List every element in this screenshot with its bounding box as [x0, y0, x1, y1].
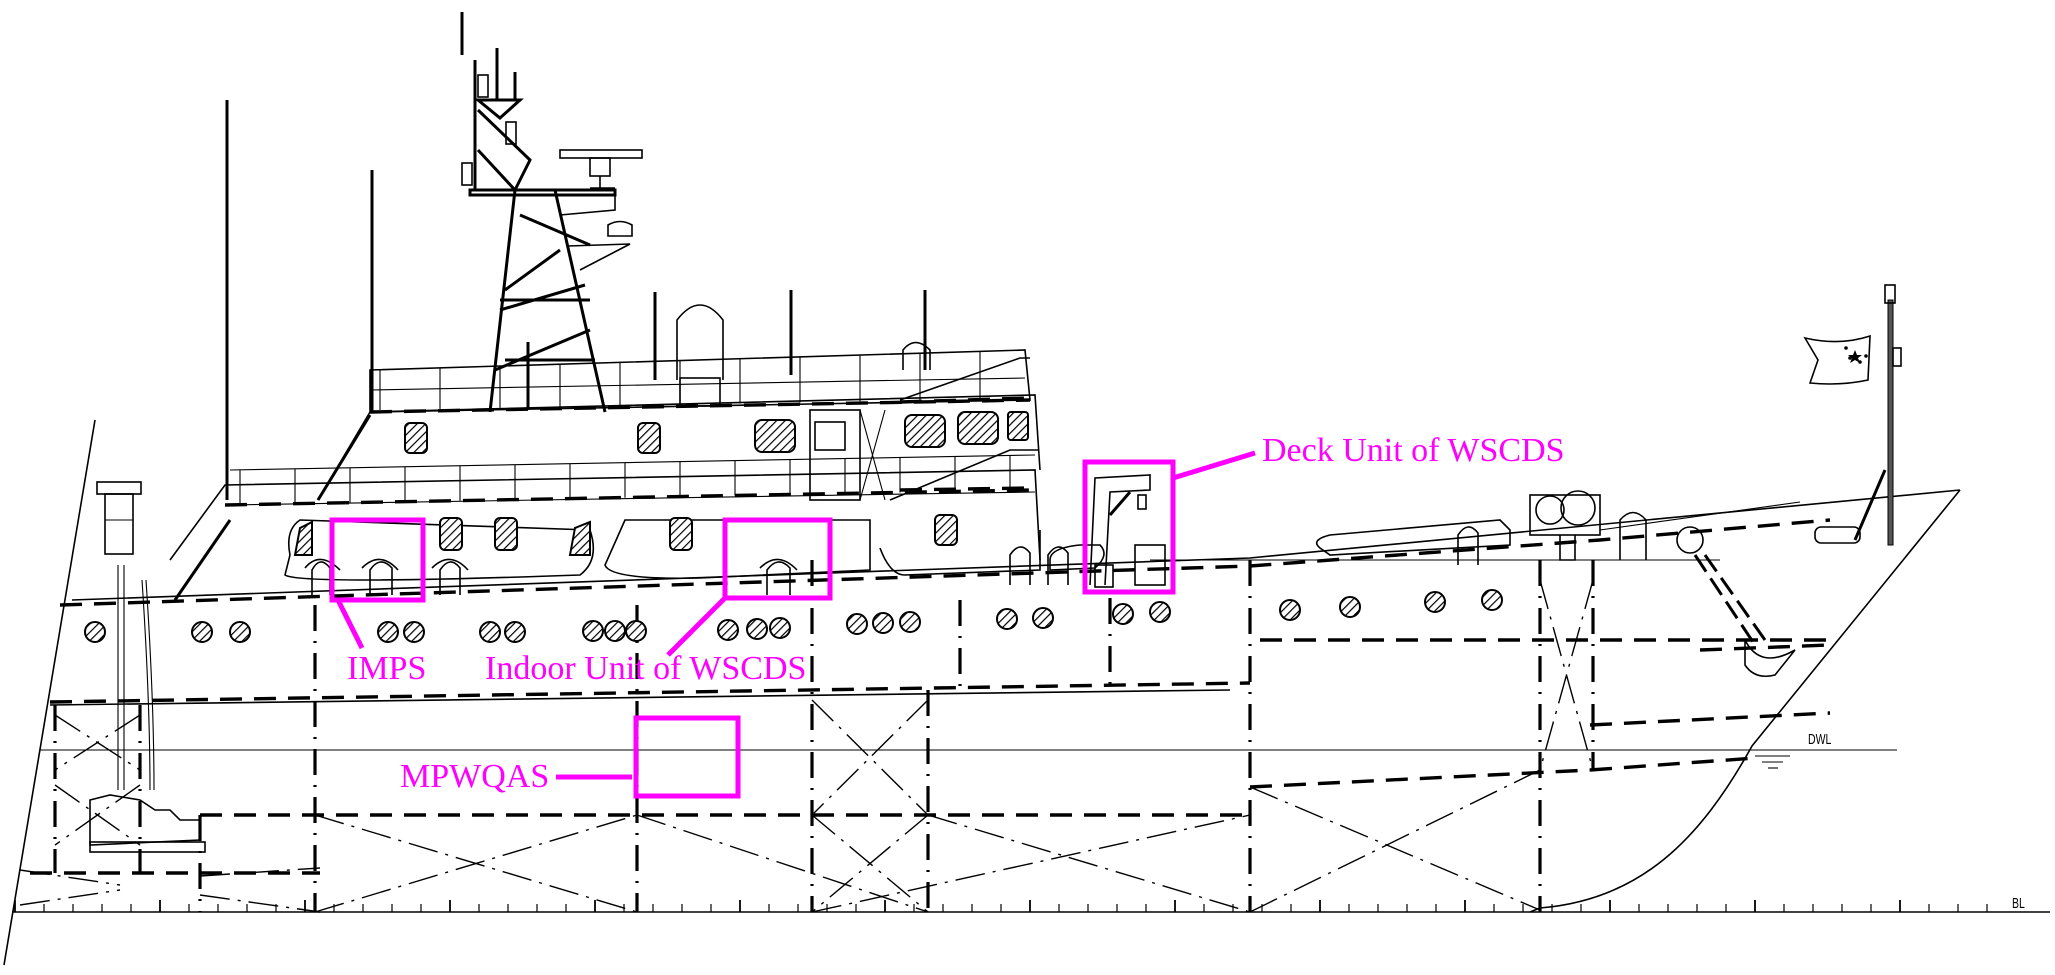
label-indoor-unit: Indoor Unit of WSCDS: [485, 650, 807, 687]
waterline: [40, 749, 1897, 769]
antennas: [225, 100, 927, 500]
main-deckhouse: [169, 352, 1511, 601]
annotation-mpwqas: [556, 715, 741, 799]
bulkheads: [53, 560, 1595, 912]
annotation-imps: [329, 517, 426, 650]
baseline: [12, 900, 2050, 913]
wheelhouse: [317, 304, 1041, 501]
vents: [304, 511, 1647, 595]
deck-crane: [1089, 474, 1166, 588]
main-mast: [460, 12, 643, 413]
label-mpwqas: MPWQAS: [400, 758, 550, 795]
bow-equipment: [1529, 469, 1887, 678]
label-deck-unit: Deck Unit of WSCDS: [1262, 432, 1565, 469]
machinery: [89, 481, 206, 853]
annotation-indoor-unit: [666, 517, 833, 657]
internal-decks: [30, 518, 1831, 875]
jackstaff-flag: [1803, 284, 1902, 546]
label-bl: BL: [2012, 895, 2025, 912]
hull-outline: [49, 489, 1961, 913]
windows: [293, 411, 1029, 556]
label-imps: IMPS: [347, 650, 427, 687]
stern-transom: [3, 419, 96, 966]
portholes: [84, 589, 1503, 643]
tank-crosses: [19, 579, 1594, 913]
annotation-deck-unit: [1082, 450, 1256, 595]
label-dwl: DWL: [1808, 731, 1832, 748]
